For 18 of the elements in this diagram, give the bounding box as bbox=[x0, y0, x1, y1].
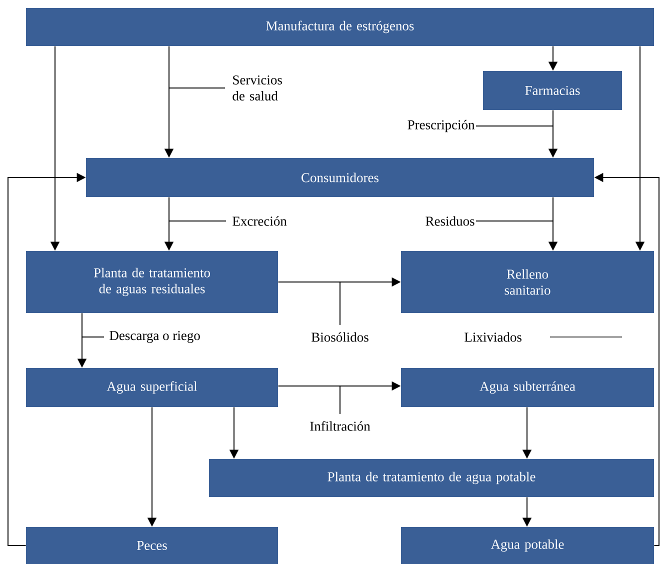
process-box: Farmacias bbox=[483, 71, 622, 110]
process-box: Relleno sanitario bbox=[401, 250, 654, 313]
edge-label: Excreción bbox=[232, 216, 287, 226]
edge-label: Residuos bbox=[426, 216, 474, 226]
edge-label: Servicios de salud bbox=[232, 75, 282, 101]
note-label: Lixiviados bbox=[464, 332, 522, 342]
edge-label: Biosólidos bbox=[312, 332, 368, 342]
process-box: Agua potable bbox=[401, 526, 654, 564]
edge-label: Descarga o riego bbox=[110, 331, 200, 343]
process-box: Manufactura de estrógenos bbox=[26, 8, 654, 46]
process-box: Agua subterránea bbox=[401, 368, 654, 407]
process-box: Planta de tratamiento de agua potable bbox=[209, 458, 654, 497]
edge-label: Infiltración bbox=[310, 421, 370, 431]
process-box: Agua superficial bbox=[26, 368, 278, 407]
process-box: Planta de tratamiento de aguas residuales bbox=[26, 250, 278, 313]
edge-label: Prescripción bbox=[408, 120, 475, 132]
process-box: Peces bbox=[26, 526, 278, 564]
process-box: Consumidores bbox=[86, 158, 594, 197]
